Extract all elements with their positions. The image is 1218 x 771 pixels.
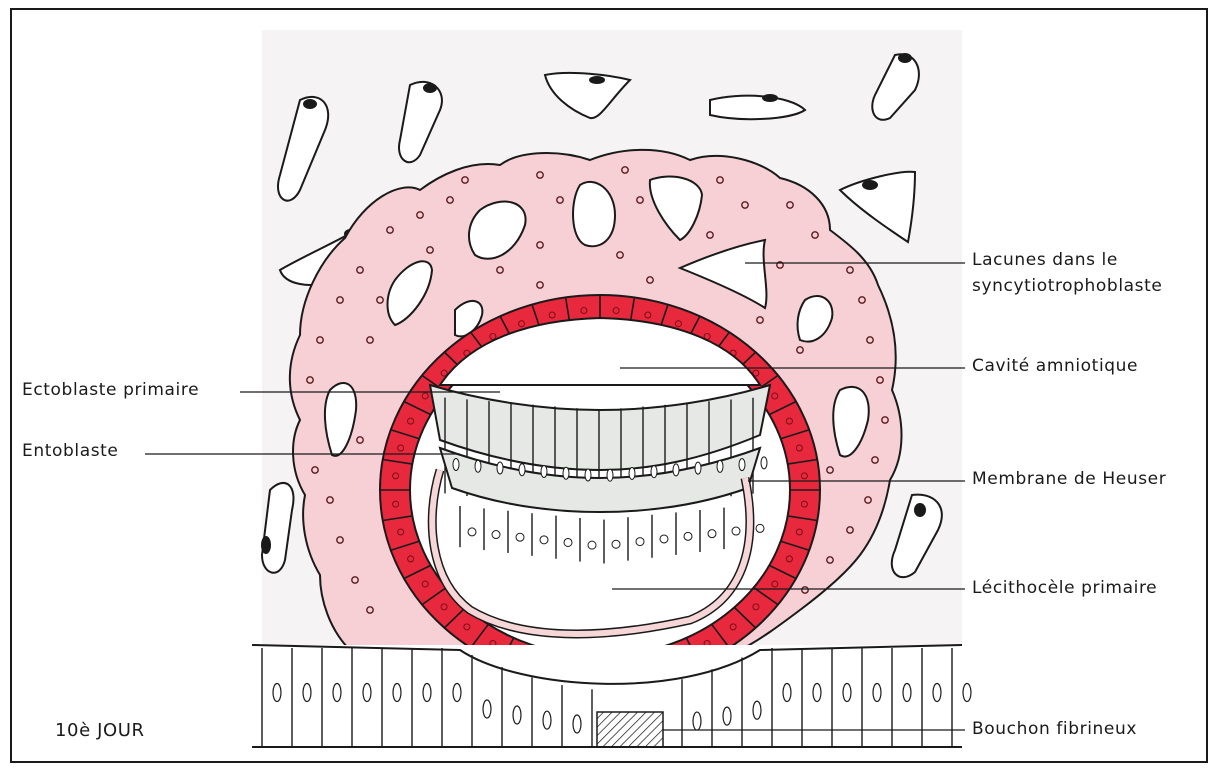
label-membrane-heuser: Membrane de Heuser (972, 468, 1166, 490)
cytotrophoblast-nucleus (796, 445, 802, 451)
fibrin-plug (597, 712, 663, 747)
entoblast-nucleus (468, 528, 476, 536)
ectoblast-nucleus (717, 460, 723, 472)
cytotrophoblast-nucleus (422, 393, 428, 399)
epithelial-nucleus (423, 684, 431, 702)
ectoblast-nucleus (761, 457, 767, 469)
cytotrophoblast-nucleus (408, 418, 414, 424)
entoblast-nucleus (756, 524, 764, 532)
label-lecithocele: Lécithocèle primaire (972, 577, 1157, 599)
ectoblast-nucleus (585, 469, 591, 481)
entoblast-nucleus (636, 538, 644, 546)
cytotrophoblast-nucleus (786, 418, 792, 424)
entoblast-nucleus (708, 530, 716, 538)
cytotrophoblast-nucleus (801, 473, 807, 479)
cytotrophoblast-nucleus (801, 501, 807, 507)
ectoblast-nucleus (541, 466, 547, 478)
epithelial-nucleus (753, 701, 761, 719)
epithelial-nucleus (393, 684, 401, 702)
ectoblast-nucleus (563, 467, 569, 479)
epithelial-nucleus (873, 684, 881, 702)
epithelial-nucleus (363, 684, 371, 702)
epithelial-nucleus (843, 684, 851, 702)
ectoblast-nucleus (497, 462, 503, 474)
entoblast-nucleus (492, 531, 500, 539)
cytotrophoblast-nucleus (753, 604, 759, 610)
entoblast-nucleus (612, 540, 620, 548)
ectoblast-nucleus (607, 469, 613, 481)
cytotrophoblast-nucleus (519, 321, 525, 327)
ectoblast-nucleus (651, 466, 657, 478)
label-entoblaste: Entoblaste (22, 440, 119, 462)
nucleus (423, 83, 437, 93)
epithelial-nucleus (483, 700, 491, 718)
ectoblast-nucleus (673, 464, 679, 476)
cytotrophoblast-nucleus (730, 624, 736, 630)
entoblast-nucleus (564, 538, 572, 546)
cytotrophoblast-nucleus (441, 604, 447, 610)
label-lacunes: Lacunes dans le (972, 249, 1118, 271)
nucleus (261, 536, 271, 554)
epithelial-nucleus (783, 684, 791, 702)
nucleus (589, 76, 605, 84)
epithelial-nucleus (813, 684, 821, 702)
epithelial-nucleus (573, 715, 581, 733)
cytotrophoblast-nucleus (398, 529, 404, 535)
epithelial-nucleus (903, 684, 911, 702)
epithelial-nucleus (723, 707, 731, 725)
cytotrophoblast-nucleus (772, 581, 778, 587)
ectoblast-nucleus (695, 462, 701, 474)
nucleus (914, 503, 926, 517)
entoblast-nucleus (540, 536, 548, 544)
entoblast-nucleus (732, 527, 740, 535)
ectoblast-nucleus (453, 458, 459, 470)
cytotrophoblast-nucleus (549, 312, 555, 318)
label-lacunes-line2: syncytiotrophoblaste (972, 275, 1162, 297)
cytotrophoblast-nucleus (464, 624, 470, 630)
entoblast-nucleus (684, 532, 692, 540)
ectoblast-nucleus (629, 467, 635, 479)
cytotrophoblast-nucleus (796, 529, 802, 535)
cytotrophoblast-nucleus (645, 312, 651, 318)
cytotrophoblast-nucleus (772, 393, 778, 399)
epithelial-nucleus (333, 684, 341, 702)
epithelial-nucleus (693, 712, 701, 730)
cytotrophoblast-nucleus (393, 501, 399, 507)
nucleus (898, 53, 912, 63)
cytotrophoblast-nucleus (398, 445, 404, 451)
label-bouchon: Bouchon fibrineux (972, 718, 1137, 740)
epithelial-nucleus (303, 684, 311, 702)
nucleus (303, 99, 317, 109)
lacuna (573, 182, 615, 246)
ectoblast-nucleus (519, 464, 525, 476)
entoblast-nucleus (660, 535, 668, 543)
cytotrophoblast-nucleus (422, 581, 428, 587)
ectoblast-nucleus (739, 459, 745, 471)
cytotrophoblast-nucleus (393, 473, 399, 479)
nucleus (862, 180, 878, 190)
cytotrophoblast-nucleus (408, 556, 414, 562)
epithelial-nucleus (933, 684, 941, 702)
entoblast-nucleus (588, 541, 596, 549)
nucleus (762, 94, 778, 102)
epithelial-nucleus (273, 684, 281, 702)
cytotrophoblast-nucleus (613, 308, 619, 314)
label-ectoblaste: Ectoblaste primaire (22, 379, 199, 401)
entoblast-nucleus (516, 533, 524, 541)
cytotrophoblast-nucleus (786, 556, 792, 562)
epithelial-nucleus (453, 684, 461, 702)
cytotrophoblast-nucleus (675, 321, 681, 327)
epithelial-nucleus (513, 706, 521, 724)
label-cavite-amniotique: Cavité amniotique (972, 355, 1138, 377)
epithelial-nucleus (963, 684, 971, 702)
label-day: 10è JOUR (55, 720, 145, 742)
ectoblast-nucleus (475, 460, 481, 472)
cytotrophoblast-nucleus (581, 308, 587, 314)
epithelial-nucleus (543, 711, 551, 729)
